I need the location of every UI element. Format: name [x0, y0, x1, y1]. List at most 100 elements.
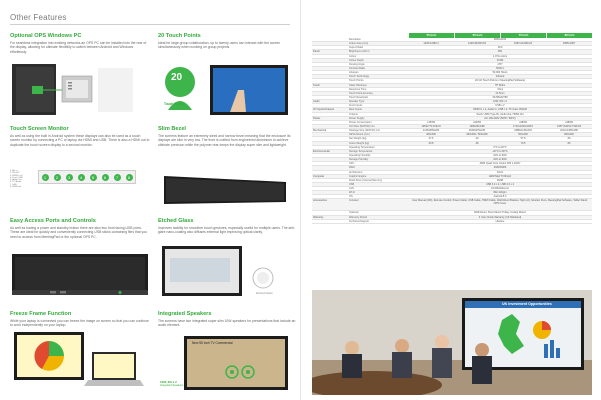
spec-value: ARM Mali T720mp2 [488, 174, 512, 178]
spec-value: 10W, 8Ω x 2 [493, 100, 507, 104]
ports-legend: 1. AC in 2. RS-232 3. HDMI in x2 4. Touc… [10, 170, 23, 189]
ops-pc-icon [12, 64, 133, 115]
spec-value: Lifetime [495, 219, 505, 223]
spec-value: 400x400 / 800x400 [466, 133, 488, 137]
spec-row: Technical Support Lifetime [312, 220, 592, 224]
spec-label: Colour [349, 54, 357, 58]
feature-etched-glass-body: Improves tactility for smoother touch ge… [158, 226, 296, 235]
photo-screen-title: UK Investment Opportunities [502, 302, 552, 306]
spec-category [312, 191, 348, 194]
spec-value: 600x400 [518, 133, 528, 137]
feature-easy-access-body: As well as having a power and standby bu… [10, 226, 148, 239]
speaker-tv-icon [184, 336, 288, 390]
spec-category [312, 46, 348, 49]
spec-label: Touch Points [349, 79, 364, 83]
spec-category [312, 171, 348, 174]
spec-label: Graphic Engine [349, 174, 367, 178]
spec-category [312, 71, 348, 74]
spec-label: Power Consumption [349, 120, 372, 124]
feature-touch-points-title: 20 Touch Points [158, 33, 201, 39]
ports-illustration: 1. AC in 2. RS-232 3. HDMI in x2 4. Touc… [10, 168, 150, 188]
spec-table-header: 55 Inch 65 Inch 75 Inch 86 Inch [312, 33, 592, 38]
spec-category [312, 42, 348, 45]
feature-slim-bezel-title: Slim Bezel [158, 126, 186, 132]
spec-value: ARM Quad Core Cortex A53 1.4GHz [479, 162, 521, 166]
spec-category: Environmental [313, 149, 330, 153]
spec-category [312, 166, 348, 169]
etched-glass-label: Etched Glass [256, 291, 273, 295]
spec-row: Touch Point Accuracy±1.5mm [312, 91, 592, 96]
spec-col-86: 86 Inch [546, 33, 592, 38]
feature-freeze-frame: Freeze Frame Function While your laptop … [10, 311, 150, 328]
spec-value: 1480x904x98 [469, 124, 485, 128]
spec-col-65: 65 Inch [454, 33, 500, 38]
title-divider [10, 24, 290, 25]
spec-label: Colour Depth [349, 58, 364, 62]
spec-value: 1626x975x230 [468, 129, 486, 133]
spec-category [312, 154, 348, 157]
spec-label: Active Area (mm) [349, 42, 369, 46]
spec-category [312, 220, 348, 223]
spec-value: 800x400 [564, 133, 574, 137]
spec-value: 802.11b/g/n [493, 191, 507, 195]
spec-value: 16GB [496, 178, 504, 182]
spec-label: Warranty Period [349, 215, 367, 219]
spec-category [312, 121, 348, 124]
spec-value: -20°C to 60°C [492, 149, 508, 153]
spec-value: 1895x1067 [562, 42, 576, 46]
feature-touch-points: 20 Touch Points Ideal for large group co… [158, 33, 298, 50]
spec-value: Infrared [495, 75, 505, 79]
port-number: 6 [101, 173, 109, 181]
spec-label: Outputs [349, 112, 358, 116]
spec-label: Storage Temperature [349, 149, 373, 153]
spec-category [312, 133, 348, 136]
spec-label: Contrast Ratio [349, 66, 365, 70]
spec-value: 1209.6x680.4 [423, 42, 439, 46]
port-number: 5 [89, 173, 97, 181]
spec-value: 400x400 [426, 133, 436, 137]
feature-touch-monitor-body: As well as using the built in Android sy… [10, 134, 150, 147]
spec-value: 2212x1455x180 [560, 129, 578, 133]
spec-value: 32768x32768 [492, 95, 508, 99]
spec-category [312, 88, 348, 91]
spec-category [312, 146, 348, 149]
spec-category [312, 183, 348, 186]
spec-value: USB x 2 [495, 104, 505, 108]
spec-category [312, 142, 348, 145]
spec-value: 10/100 Ethernet [491, 187, 509, 191]
feature-speakers-body: The screens have two integrated super sl… [158, 319, 296, 328]
spec-label: Rear Inputs [349, 108, 362, 112]
spec-label: Glass Hardness [349, 83, 367, 87]
bezel-illustration [160, 172, 290, 208]
spec-row: Flash Drive (Internal Memory)16GB [312, 179, 592, 183]
left-page: Other Features Optional OPS Windows PC F… [0, 0, 300, 400]
spec-value: 3840x2160 [493, 38, 507, 41]
spec-category [312, 187, 348, 190]
spec-table: 55 Inch 65 Inch 75 Inch 86 Inch Resoluti… [312, 33, 592, 224]
spec-value: 57.8 [520, 137, 526, 141]
spec-category: Mechanical [313, 129, 327, 133]
spec-label: Technical Support [349, 219, 369, 223]
spec-row: Power Consumption≤150W≤200W≤280W≤380W [312, 121, 592, 125]
spec-value: 1710x1020x108.5 [513, 124, 533, 128]
spec-category: Accessories [313, 199, 327, 203]
spec-category [312, 38, 348, 41]
spec-label: Gross Weight (kg) [349, 141, 370, 145]
spec-value: 350 [497, 50, 503, 54]
spec-col-75: 75 Inch [500, 33, 546, 38]
